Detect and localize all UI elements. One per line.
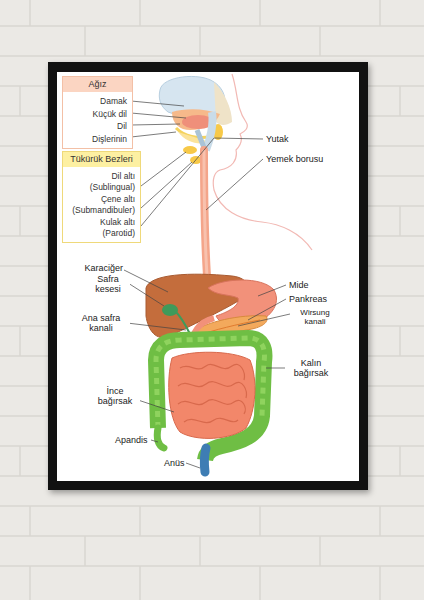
part-label: Karaciğer — [66, 263, 124, 273]
box-heading: Ağız — [63, 77, 132, 92]
part-label: Ana safra kanali — [72, 313, 130, 333]
part-name: Damak — [63, 95, 132, 108]
part-label: Anüs — [163, 458, 186, 468]
part-name: Küçük dil — [63, 108, 132, 121]
part-name: Çene altı (Submandibuler) — [63, 193, 140, 216]
label-box: AğızDamakKüçük dilDilDişlerinin — [62, 76, 133, 149]
part-label: Yutak — [265, 134, 290, 144]
part-name: Dişlerinin — [63, 133, 132, 146]
part-label: Mide — [288, 280, 310, 290]
part-label: Safra kesesi — [86, 274, 130, 294]
part-label: Apandis — [114, 435, 149, 445]
part-name: Kulak altı (Parotid) — [63, 216, 140, 239]
part-label: Pankreas — [288, 294, 328, 304]
box-heading: Tükürük Bezleri — [63, 152, 140, 167]
part-label: Yemek borusu — [265, 154, 324, 164]
part-name: Dil altı (Sublingual) — [63, 170, 140, 193]
part-label: İnce bağırsak — [90, 386, 140, 406]
part-name: Dil — [63, 120, 132, 133]
part-label: Kalın bağırsak — [287, 358, 335, 378]
part-label: Wirsung kanali — [292, 308, 338, 326]
label-box: Tükürük BezleriDil altı (Sublingual)Çene… — [62, 151, 141, 243]
